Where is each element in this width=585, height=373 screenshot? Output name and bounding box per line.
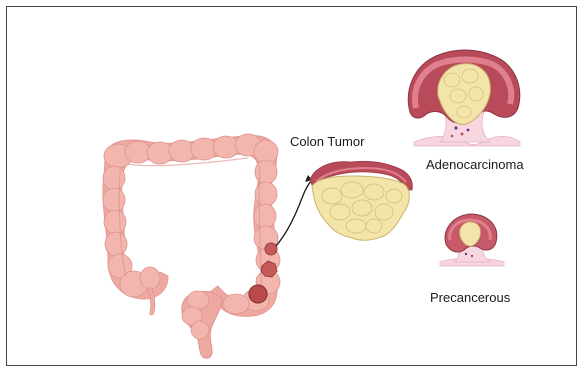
label-precancerous: Precancerous [430, 290, 510, 305]
colon-illustration [103, 134, 280, 358]
colon-lesion-large [249, 285, 267, 303]
adenocarcinoma-illustration [408, 50, 520, 146]
label-adenocarcinoma: Adenocarcinoma [426, 157, 524, 172]
label-colon-tumor: Colon Tumor [290, 134, 364, 149]
precancerous-illustration [440, 214, 504, 266]
pointer-arrow [276, 175, 312, 246]
colon-tumor-illustration [310, 161, 412, 240]
colon-lesion-small [265, 243, 277, 255]
